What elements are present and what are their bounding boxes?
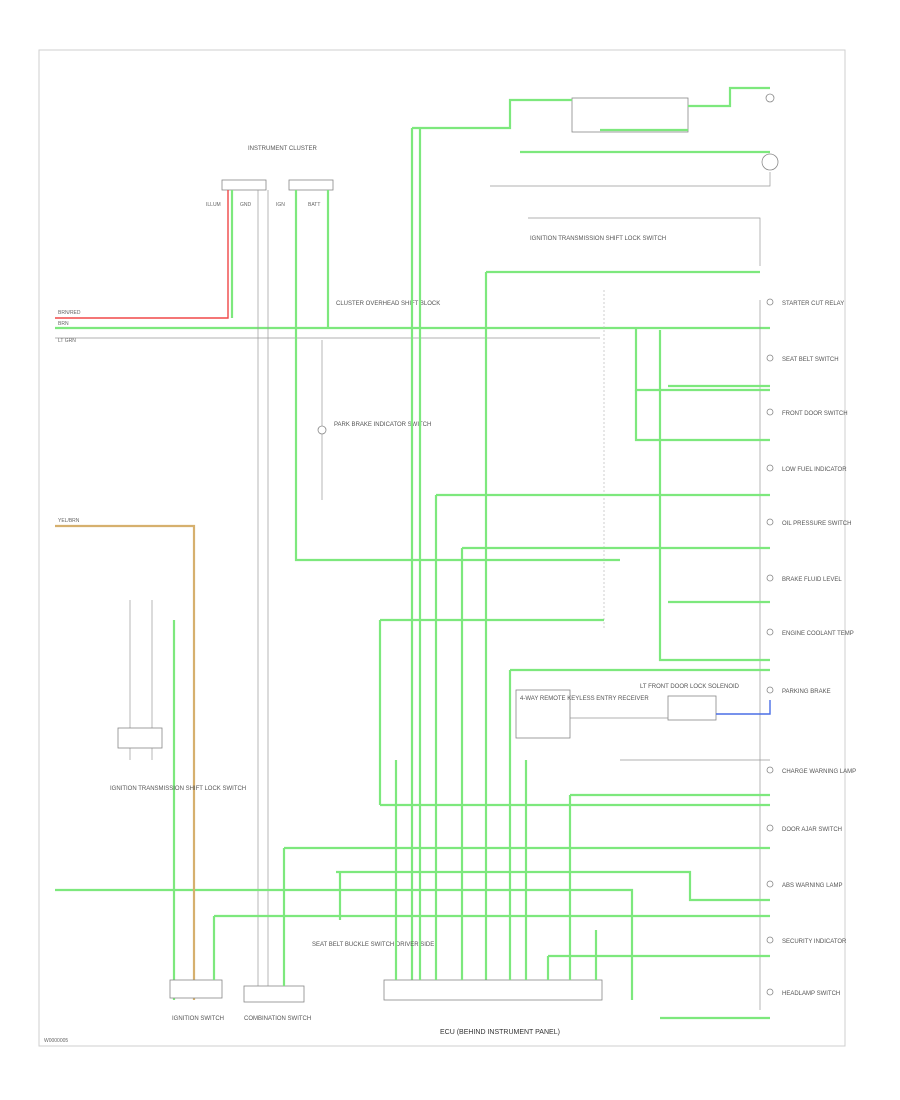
remote-keyless-box [515,689,571,739]
svg-text:ABS WARNING LAMP: ABS WARNING LAMP [782,883,842,889]
row-wire-1 [634,328,770,392]
svg-text:LOW FUEL INDICATOR: LOW FUEL INDICATOR [782,467,847,473]
stack-item-6: BRAKE FLUID LEVEL [766,574,842,583]
svg-text:ENGINE COOLANT TEMP: ENGINE COOLANT TEMP [782,631,854,637]
switch-row-wire [528,217,761,266]
door-lock-label: LT FRONT DOOR LOCK SOLENOID [640,684,740,690]
remote-keyless-label: 4-WAY REMOTE KEYLESS ENTRY RECEIVER [520,696,649,702]
cluster-pin-3: IGN [276,202,285,208]
stack-item-3: FRONT DOOR SWITCH [766,408,848,417]
cluster-shift-label: CLUSTER OVERHEAD SHIFT BLOCK [336,301,440,307]
svg-text:BRAKE FLUID LEVEL: BRAKE FLUID LEVEL [782,577,842,583]
bottom-label-ign: IGNITION SWITCH [172,1016,224,1022]
svg-text:SECURITY INDICATOR: SECURITY INDICATOR [782,939,847,945]
diagram-border [38,49,846,1047]
red-feed-label: BRN/RED [58,310,81,316]
top-lamp-1 [765,93,775,103]
blue-wire [716,700,771,715]
svg-text:FRONT DOOR SWITCH: FRONT DOOR SWITCH [782,411,848,417]
cluster-pin-4: BATT [308,202,320,208]
cluster-title: INSTRUMENT CLUSTER [248,146,318,152]
door-lock-box [667,695,717,721]
cluster-connector-left [221,179,267,191]
lt-grn-feed-label: LT GRN [58,338,76,344]
top-green-wire [412,98,572,130]
cluster-wire-d [294,190,620,562]
svg-text:DOOR AJAR SWITCH: DOOR AJAR SWITCH [782,827,842,833]
top-black-wire [490,172,771,187]
red-feed-wire [55,190,229,319]
ecu-connector [383,979,603,1001]
bottom-label-combo: COMBINATION SWITCH [244,1016,311,1022]
yellow-feed-label: YEL/BRN [58,518,80,524]
stack-item-13: HEADLAMP SWITCH [766,988,840,997]
stack-item-10: DOOR AJAR SWITCH [766,824,842,833]
cluster-pin-2: GND [240,202,252,208]
cluster-connector-right [288,179,334,191]
row-wire-17 [55,888,634,1000]
stack-item-11: ABS WARNING LAMP [766,880,842,889]
ign-switch-connector [169,979,223,999]
stack-item-8: PARKING BRAKE [766,686,831,695]
park-brake-label: PARK BRAKE INDICATOR SWITCH [334,422,431,428]
row-wire-13 [336,870,770,902]
horn-relay [761,153,779,171]
row-wire-3 [634,390,770,442]
stack-item-2: SEAT BELT SWITCH [766,354,839,363]
stack-item-7: ENGINE COOLANT TEMP [766,628,854,637]
svg-text:OIL PRESSURE SWITCH: OIL PRESSURE SWITCH [782,521,851,527]
stack-item-4: LOW FUEL INDICATOR [766,464,847,473]
brn-feed-label: BRN [58,321,69,327]
yellow-feed-wire [55,524,196,1000]
svg-text:STARTER CUT RELAY: STARTER CUT RELAY [782,301,844,307]
top-green-wire-4 [688,86,770,108]
ecu-label: ECU (BEHIND INSTRUMENT PANEL) [440,1029,560,1036]
stack-item-9: CHARGE WARNING LAMP [766,766,856,775]
svg-text:HEADLAMP SWITCH: HEADLAMP SWITCH [782,991,840,997]
stack-item-5: OIL PRESSURE SWITCH [766,518,851,527]
stack-item-12: SECURITY INDICATOR [766,936,847,945]
ign-shift-switch [117,727,163,749]
svg-text:CHARGE WARNING LAMP: CHARGE WARNING LAMP [782,769,856,775]
ign-shift-switch-label: IGNITION TRANSMISSION SHIFT LOCK SWITCH [110,786,246,792]
top-relay-box [571,97,689,133]
ign-switch-label: IGNITION TRANSMISSION SHIFT LOCK SWITCH [530,236,666,242]
center-module-label: SEAT BELT BUCKLE SWITCH DRIVER SIDE [312,942,434,948]
combo-switch-connector [243,985,305,1003]
svg-text:PARKING BRAKE: PARKING BRAKE [782,689,831,695]
stack-item-1: STARTER CUT RELAY [766,298,844,307]
cluster-pin-1: ILLUM [206,202,221,208]
svg-text:SEAT BELT SWITCH: SEAT BELT SWITCH [782,357,839,363]
figure-id: W0000005 [44,1038,68,1044]
right-component-stack: STARTER CUT RELAY SEAT BELT SWITCH FRONT… [766,298,856,997]
park-brake-switch [317,425,327,435]
